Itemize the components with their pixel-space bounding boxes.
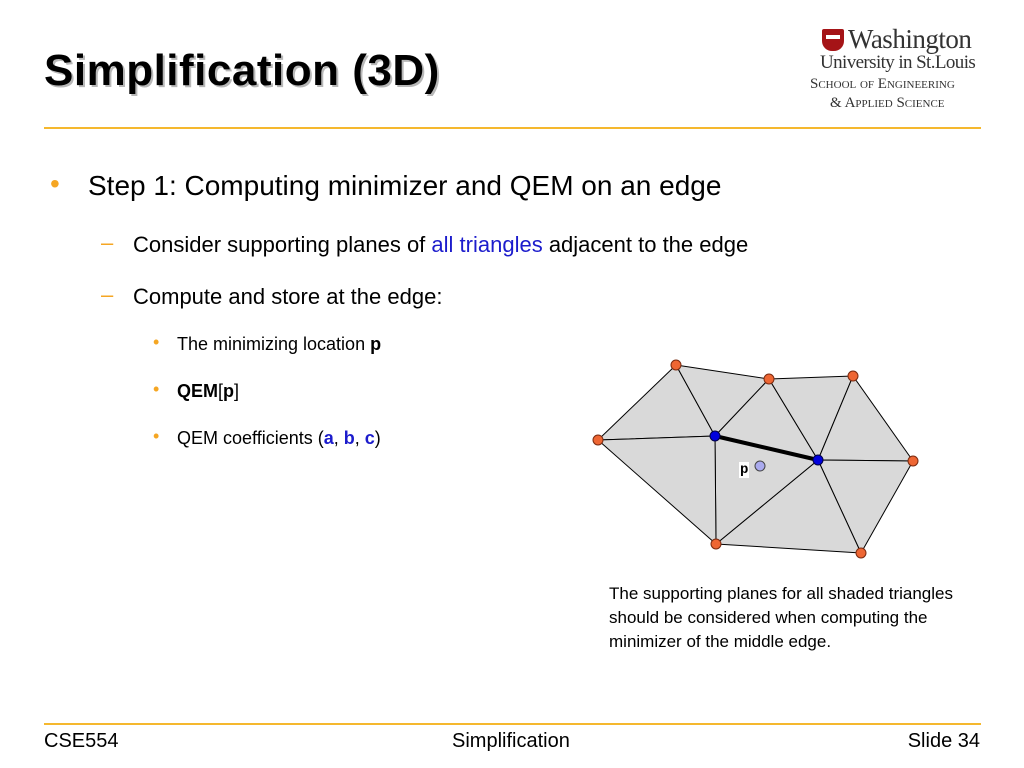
qem-open: [ bbox=[218, 381, 224, 401]
logo-line-3: School of Engineering bbox=[810, 76, 955, 92]
logo-line-4: & Applied Science bbox=[830, 95, 945, 111]
bullet-dash-icon: – bbox=[101, 282, 114, 307]
consider-before: Consider supporting planes of bbox=[133, 232, 432, 257]
outer-vertex bbox=[847, 370, 859, 382]
footer-course: CSE554 bbox=[44, 730, 119, 752]
minimizing-p: p bbox=[370, 334, 382, 354]
coeff-c: c bbox=[364, 428, 375, 448]
coeffs-text: QEM coefficients (a, b, c) bbox=[177, 428, 381, 449]
bullet-step-1-text: Step 1: Computing minimizer and QEM on a… bbox=[88, 170, 722, 201]
title-divider bbox=[44, 127, 981, 129]
coeff-b: b bbox=[343, 428, 355, 448]
qem-close: ] bbox=[234, 381, 240, 401]
outer-vertices bbox=[592, 359, 919, 559]
minimizing-before: The minimizing location bbox=[177, 334, 371, 354]
bullet-dot-icon: • bbox=[153, 332, 160, 352]
coeffs-before: QEM coefficients ( bbox=[177, 428, 324, 448]
logo-line-1: Washington bbox=[848, 24, 972, 54]
logo-line-2: University in St.Louis bbox=[820, 52, 976, 73]
triangle bbox=[597, 435, 717, 545]
shaded-triangles bbox=[597, 364, 914, 554]
footer-divider bbox=[44, 723, 981, 725]
consider-after: adjacent to the edge bbox=[542, 232, 749, 257]
minimizer-label: p bbox=[739, 462, 750, 478]
crest-icon bbox=[822, 29, 844, 51]
minimizing-text: The minimizing location p bbox=[177, 334, 381, 355]
outer-vertex bbox=[710, 538, 722, 550]
bullet-dot-icon: • bbox=[50, 168, 60, 199]
footer-topic: Simplification bbox=[452, 730, 570, 752]
figure-caption: The supporting planes for all shaded tri… bbox=[609, 584, 953, 651]
consider-highlight: all triangles bbox=[431, 232, 543, 257]
coeff-a: a bbox=[323, 428, 334, 448]
outer-vertex bbox=[592, 434, 604, 446]
coeffs-sep-2: , bbox=[354, 428, 365, 448]
middle-edge bbox=[714, 434, 819, 462]
coeffs-after: ) bbox=[374, 428, 381, 448]
edge-vertex bbox=[709, 430, 721, 442]
bullet-dot-icon: • bbox=[153, 379, 160, 399]
minimizer-point bbox=[754, 460, 766, 472]
bullet-consider-text: Consider supporting planes of all triang… bbox=[133, 232, 748, 258]
edge-vertex bbox=[812, 454, 824, 466]
qem-text: QEM[p] bbox=[177, 381, 239, 402]
outer-vertex bbox=[670, 359, 682, 371]
qem-label: QEM bbox=[177, 381, 219, 401]
bullet-dot-icon: • bbox=[153, 426, 160, 446]
outer-vertex bbox=[855, 547, 867, 559]
slide-title: Simplification (3D) bbox=[44, 46, 440, 95]
outer-vertex bbox=[907, 455, 919, 467]
footer-slide-number: Slide 34 bbox=[907, 730, 980, 752]
coeffs-sep-1: , bbox=[333, 428, 344, 448]
outer-vertex bbox=[763, 373, 775, 385]
university-logo: Washington University in St.Louis School… bbox=[808, 24, 986, 116]
bullet-compute-text: Compute and store at the edge: bbox=[133, 284, 443, 309]
triangle-mesh-figure bbox=[592, 359, 919, 559]
qem-p: p bbox=[223, 381, 235, 401]
bullet-dash-icon: – bbox=[101, 230, 114, 255]
